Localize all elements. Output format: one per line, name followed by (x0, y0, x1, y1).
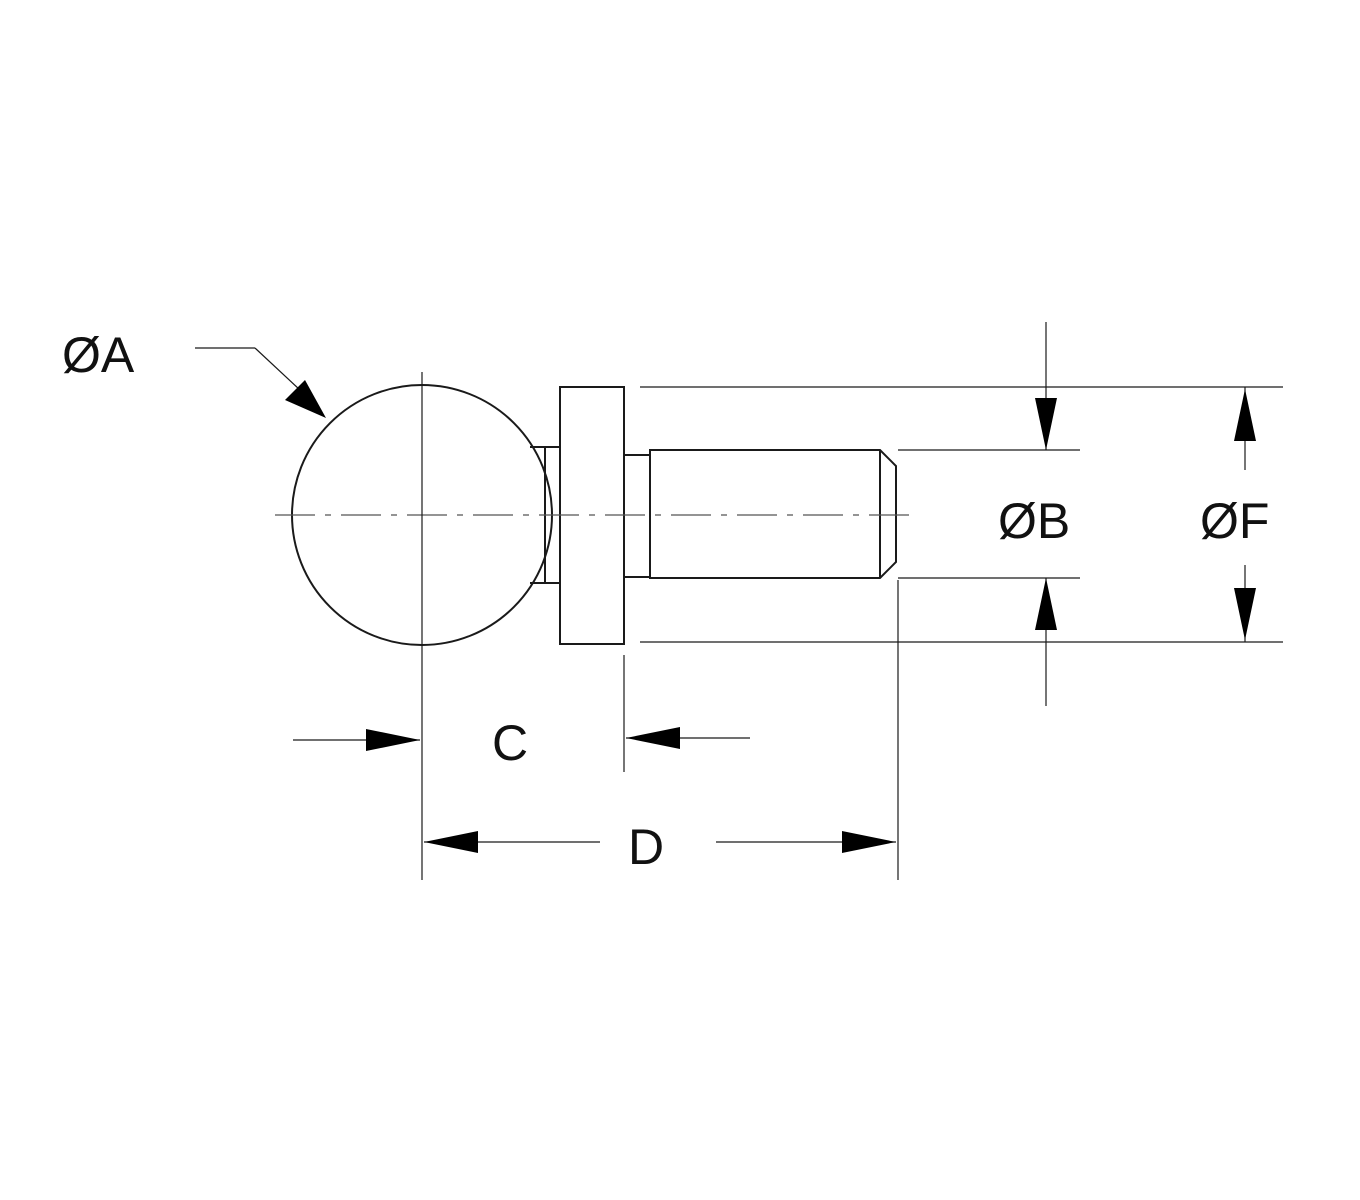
threaded-shank (649, 449, 897, 579)
arrowhead (1035, 398, 1057, 450)
arrowhead (1234, 588, 1256, 640)
dimension-f: ØF (640, 386, 1283, 643)
arrowhead (626, 727, 680, 749)
arrowhead (1035, 578, 1057, 630)
leader-a-diagonal (254, 347, 301, 391)
arrowhead (842, 831, 896, 853)
arrowhead (285, 380, 326, 418)
arrowhead (366, 729, 420, 751)
label-c: C (492, 715, 528, 771)
dimension-a: ØA (62, 327, 326, 418)
label-a: ØA (62, 327, 135, 383)
dimension-b: ØB (898, 322, 1080, 706)
center-lines (275, 372, 910, 880)
arrowhead (424, 831, 478, 853)
undercut (624, 454, 650, 578)
arrowhead (1234, 389, 1256, 441)
label-b: ØB (998, 493, 1070, 549)
label-f: ØF (1200, 493, 1269, 549)
label-d: D (628, 819, 664, 875)
dimension-d: D (424, 580, 899, 880)
dimension-c: C (293, 655, 750, 772)
